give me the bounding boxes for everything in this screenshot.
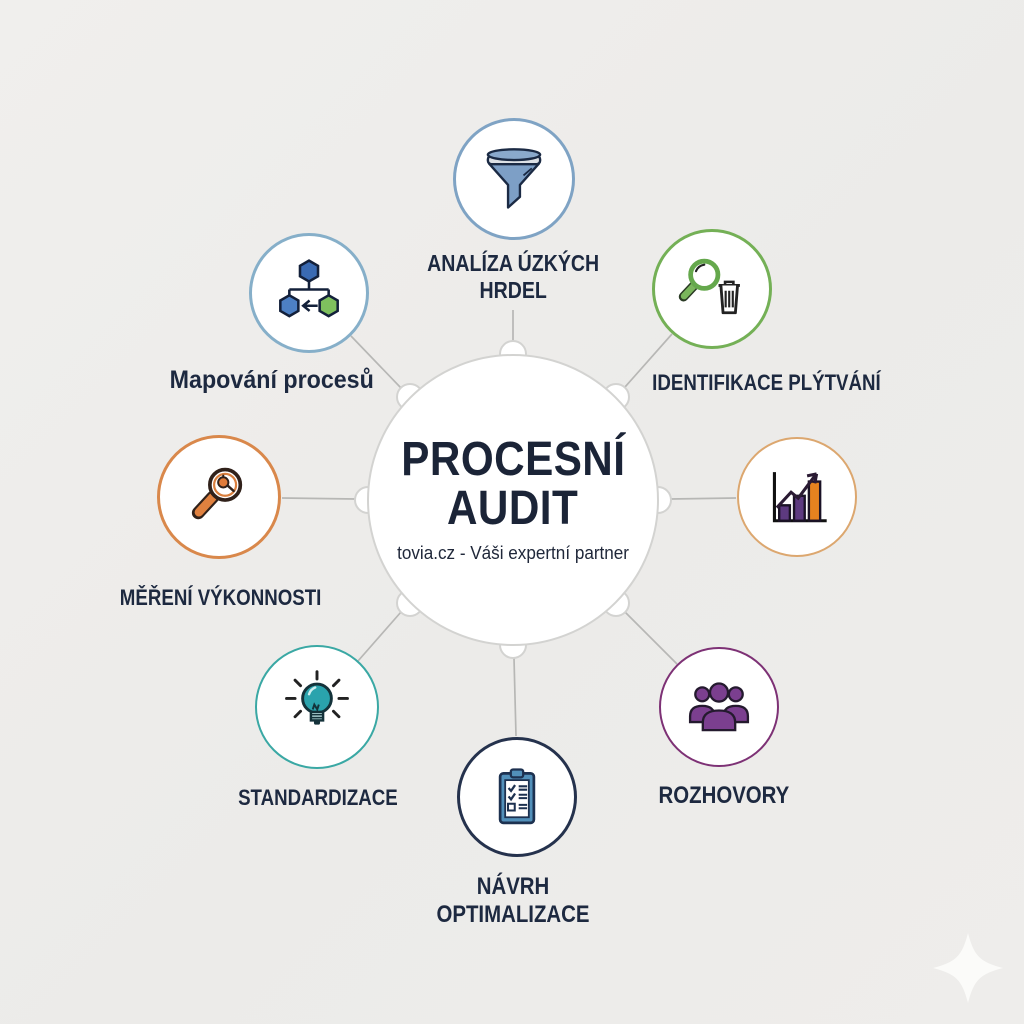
node-label-analyza-uzkych-hrdel: ANALÍZA ÚZKÝCH HRDEL (427, 250, 599, 304)
magnifier-trash-icon (674, 251, 750, 327)
node-identifikace-plytvani (652, 229, 772, 349)
node-mapovani-procesu (249, 233, 369, 353)
hub-text: PROCESNÍ AUDIT tovia.cz - Váši expertní … (363, 433, 663, 564)
node-navrh-optimalizace (457, 737, 577, 857)
people-icon (682, 670, 756, 744)
hub-title-line2: AUDIT (447, 481, 579, 535)
magnifier-gauge-icon (180, 458, 258, 536)
hub-subtitle: tovia.cz - Váši expertní partner (397, 542, 629, 563)
node-bar-chart (737, 437, 857, 557)
clipboard-checklist-icon (481, 761, 553, 833)
hub-title-line1: PROCESNÍ (400, 433, 626, 486)
node-label-mapovani-procesu: Mapování procesů (169, 366, 375, 394)
hub-circle (367, 354, 659, 646)
node-analyza-uzkych-hrdel (453, 118, 575, 240)
funnel-icon (476, 141, 552, 217)
node-label-navrh-optimalizace: NÁVRH OPTIMALIZACE (436, 873, 590, 929)
bar-chart-icon (759, 459, 835, 535)
flowchart-icon (272, 256, 346, 330)
node-label-identifikace-plytvani: IDENTIFIKACE PLÝTVÁNÍ (651, 370, 881, 395)
node-rozhovory (659, 647, 779, 767)
node-label-rozhovory: ROZHOVORY (658, 782, 790, 809)
node-mereni-vykonnosti (157, 435, 281, 559)
sparkle-icon (933, 933, 1003, 1003)
node-label-mereni-vykonnosti: MĚŘENÍ VÝKONNOSTI (120, 585, 322, 610)
node-label-standardizace: STANDARDIZACE (238, 785, 398, 810)
lightbulb-icon (278, 668, 356, 746)
node-standardizace (255, 645, 379, 769)
